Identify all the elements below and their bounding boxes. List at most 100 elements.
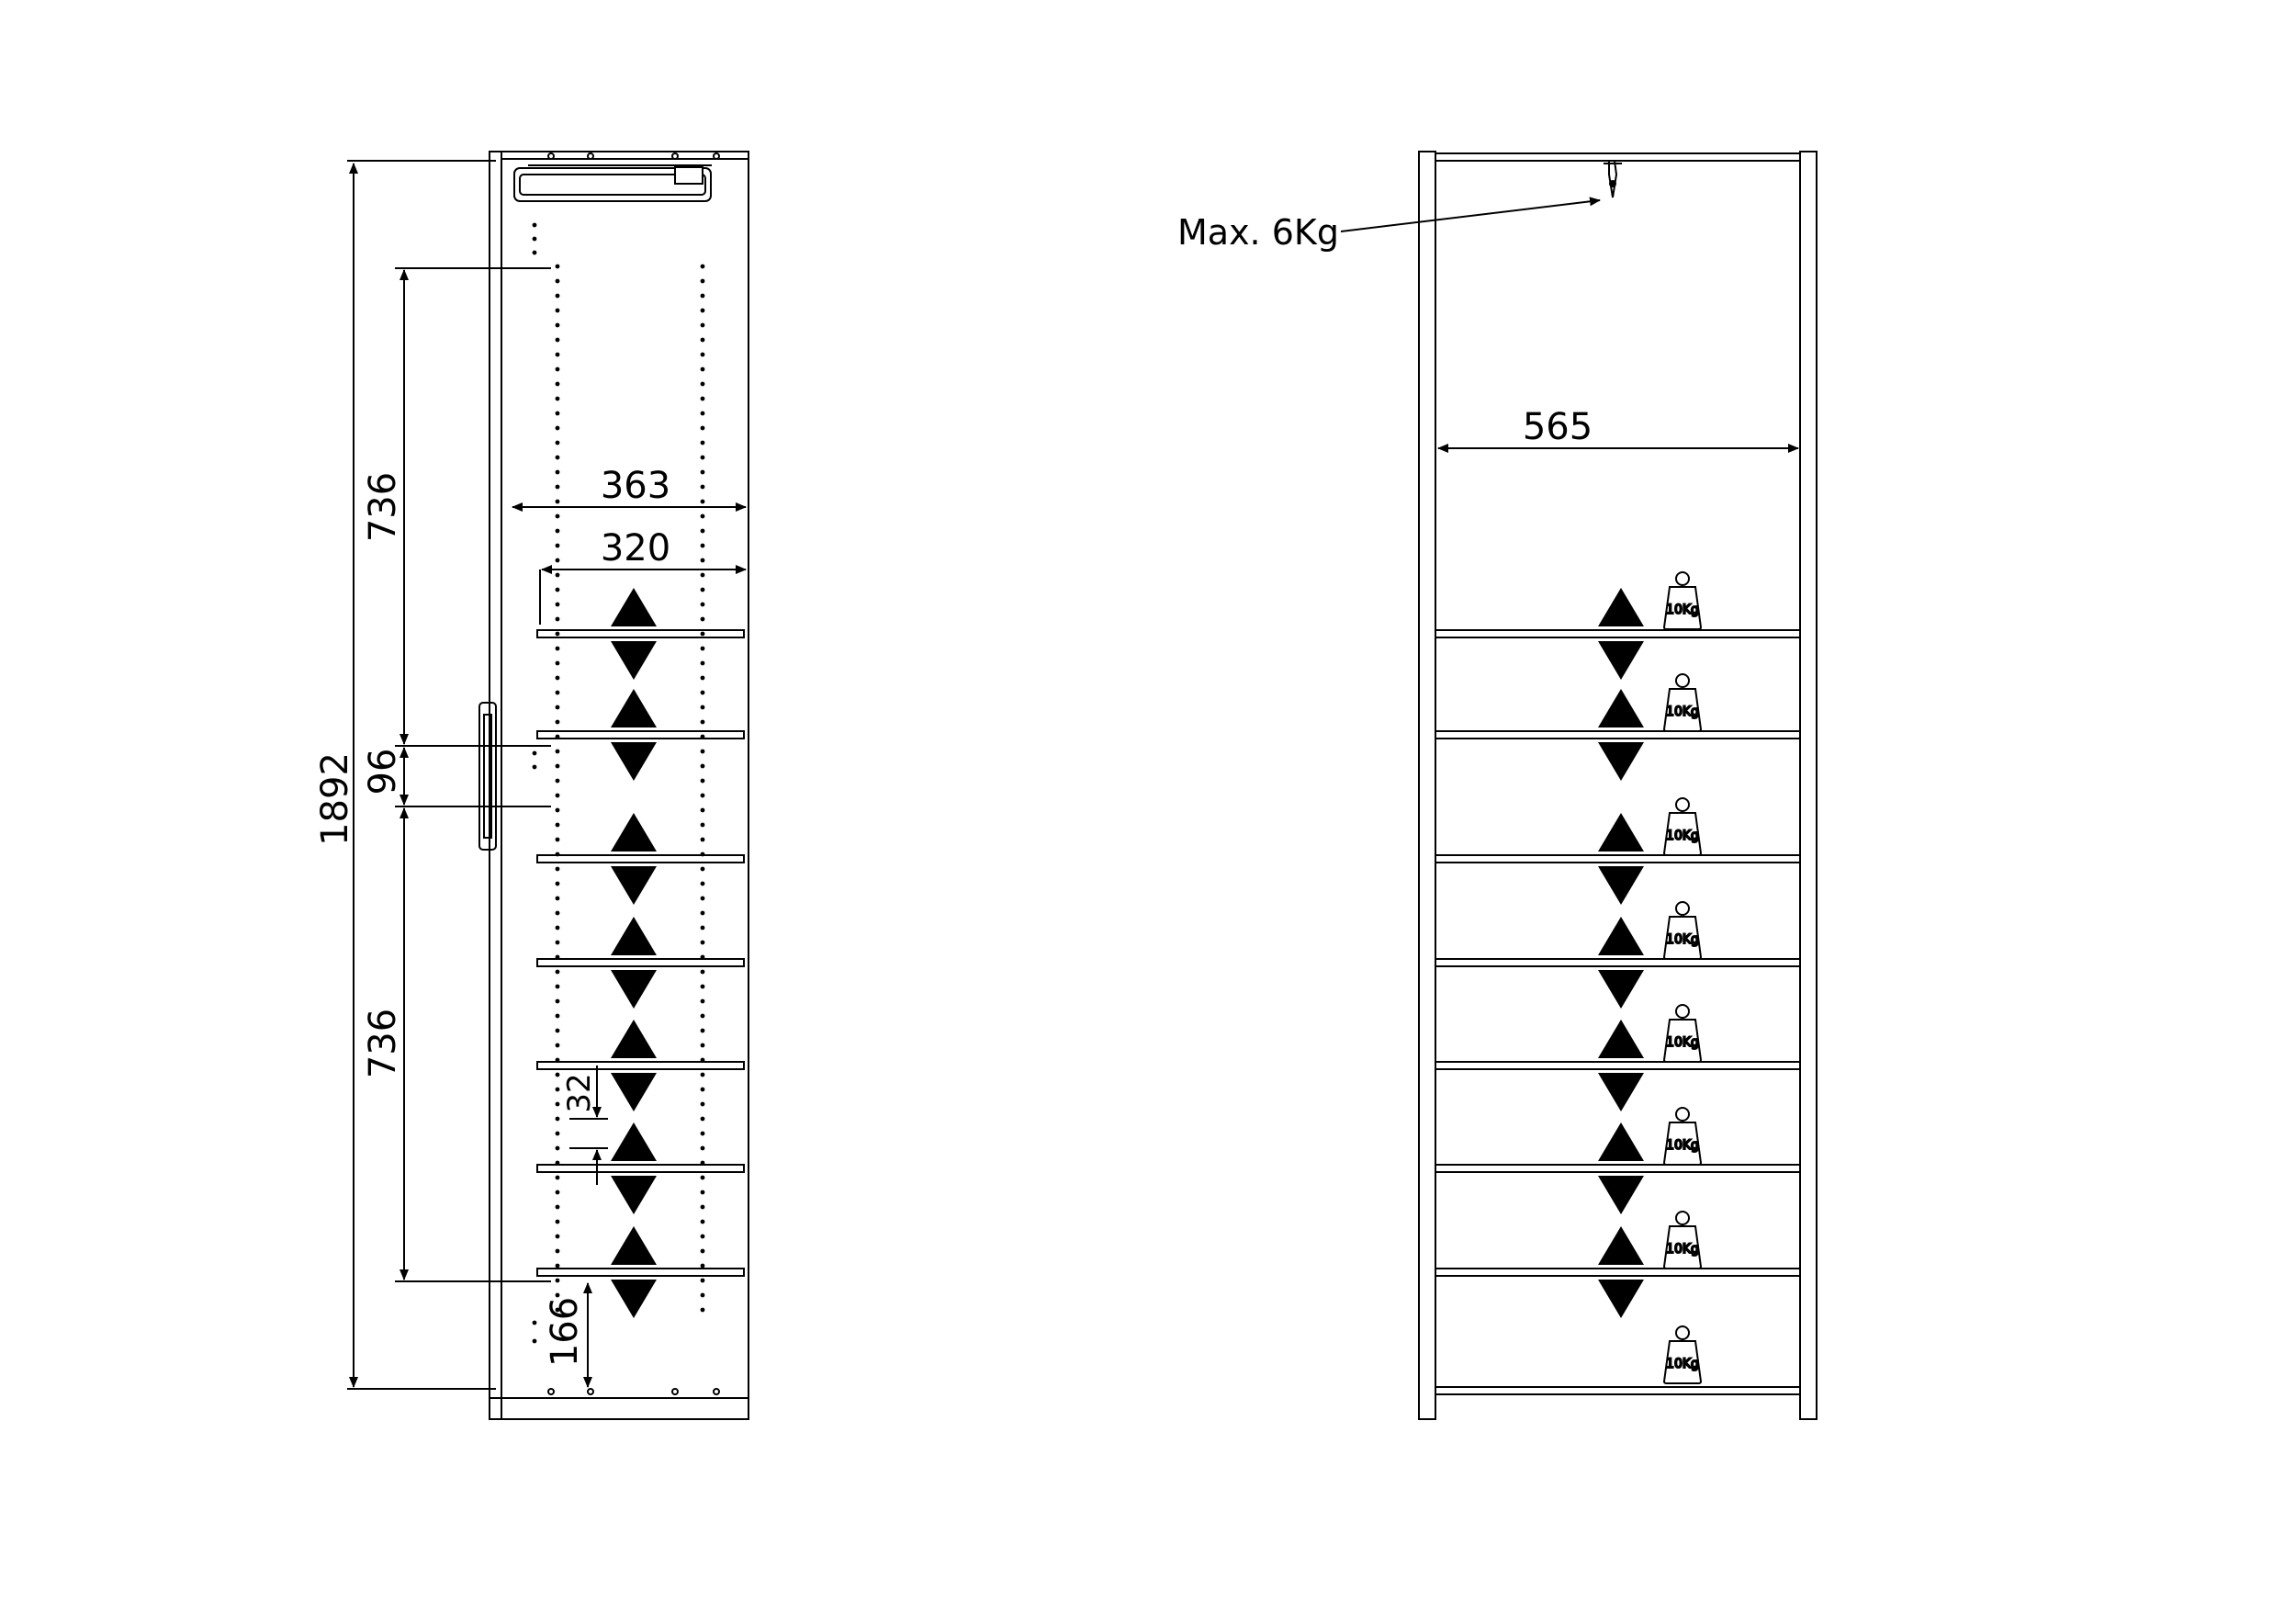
- screw-icon: [671, 152, 679, 160]
- peg-hole: [555, 969, 560, 975]
- peg-hole: [532, 1320, 537, 1325]
- peg-hole: [700, 851, 705, 857]
- peg-hole: [700, 1263, 705, 1269]
- peg-hole: [555, 749, 560, 754]
- peg-hole: [700, 528, 705, 534]
- peg-hole: [555, 866, 560, 872]
- peg-hole: [555, 1292, 560, 1298]
- peg-hole: [700, 778, 705, 784]
- peg-hole: [700, 631, 705, 637]
- arrow-down-icon: [1598, 970, 1644, 1009]
- peg-hole: [555, 1072, 560, 1077]
- label-side-inner-width: 565: [1523, 406, 1593, 448]
- peg-hole: [700, 1116, 705, 1122]
- peg-hole: [555, 455, 560, 460]
- peg-hole: [555, 572, 560, 578]
- peg-hole: [555, 425, 560, 431]
- peg-hole: [555, 499, 560, 504]
- peg-hole: [555, 734, 560, 739]
- peg-hole: [700, 866, 705, 872]
- peg-hole: [700, 455, 705, 460]
- peg-hole: [700, 1057, 705, 1063]
- arrow-down-icon: [1598, 866, 1644, 905]
- weight-icon: 10Kg: [1662, 901, 1703, 960]
- peg-hole: [555, 1307, 560, 1313]
- peg-hole: [700, 969, 705, 975]
- shelf: [1435, 629, 1801, 638]
- arrow-down-icon: [1598, 1073, 1644, 1111]
- screw-icon: [587, 152, 594, 160]
- peg-hole: [700, 1160, 705, 1166]
- side-labels: Max. 6Kg 565: [1177, 212, 1593, 448]
- arrow-up-icon: [1598, 588, 1644, 626]
- peg-hole: [700, 1028, 705, 1033]
- peg-hole: [700, 322, 705, 328]
- peg-hole: [700, 1101, 705, 1107]
- arrow-up-icon: [611, 917, 657, 955]
- peg-hole: [700, 411, 705, 416]
- label-total-height: 1892: [314, 752, 356, 846]
- peg-hole: [700, 646, 705, 651]
- shelf: [1435, 1061, 1801, 1070]
- peg-hole: [555, 984, 560, 989]
- peg-hole: [700, 940, 705, 945]
- label-gap: 96: [362, 749, 404, 795]
- peg-hole: [700, 822, 705, 828]
- peg-hole: [555, 1234, 560, 1239]
- peg-hole: [555, 954, 560, 960]
- peg-hole: [555, 1101, 560, 1107]
- weight-icon: 10Kg: [1662, 1211, 1703, 1269]
- right-panel: [1799, 151, 1818, 1420]
- peg-hole: [532, 1338, 537, 1344]
- peg-hole: [700, 1175, 705, 1180]
- peg-hole: [700, 1043, 705, 1048]
- shelf: [536, 1268, 745, 1277]
- peg-hole: [555, 1043, 560, 1048]
- peg-hole: [700, 793, 705, 798]
- weight-label: 10Kg: [1666, 932, 1699, 947]
- peg-hole: [555, 308, 560, 313]
- peg-hole: [700, 587, 705, 592]
- peg-hole: [555, 440, 560, 445]
- peg-hole: [700, 1087, 705, 1092]
- weight-label: 10Kg: [1666, 1357, 1699, 1371]
- peg-hole: [700, 558, 705, 563]
- peg-hole: [700, 837, 705, 842]
- peg-hole: [555, 1087, 560, 1092]
- peg-hole: [700, 1013, 705, 1019]
- peg-hole: [555, 705, 560, 710]
- peg-hole: [700, 675, 705, 681]
- arrow-up-icon: [611, 689, 657, 727]
- peg-hole: [555, 264, 560, 269]
- peg-hole: [700, 616, 705, 622]
- weight-icon: 10Kg: [1662, 673, 1703, 732]
- peg-hole: [700, 705, 705, 710]
- peg-hole: [555, 778, 560, 784]
- peg-hole: [700, 352, 705, 357]
- shelf: [536, 854, 745, 863]
- label-upper-section: 736: [362, 472, 404, 542]
- side-shelves: [1435, 588, 1801, 1318]
- weight-icon: 10Kg: [1662, 1107, 1703, 1166]
- peg-hole: [555, 763, 560, 769]
- label-bottom-clearance: 166: [544, 1297, 586, 1367]
- arrow-up-icon: [611, 813, 657, 851]
- peg-hole: [555, 822, 560, 828]
- peg-hole: [555, 675, 560, 681]
- shelf: [1435, 854, 1801, 863]
- peg-hole: [700, 1234, 705, 1239]
- peg-hole: [700, 734, 705, 739]
- rail-hook: [1604, 160, 1622, 198]
- peg-hole: [700, 278, 705, 284]
- peg-hole: [700, 881, 705, 886]
- peg-hole: [555, 528, 560, 534]
- peg-hole: [700, 572, 705, 578]
- peg-hole: [555, 411, 560, 416]
- peg-hole: [555, 910, 560, 916]
- peg-hole: [555, 793, 560, 798]
- peg-hole: [700, 1307, 705, 1313]
- left-panel: [1418, 151, 1436, 1420]
- peg-hole: [555, 1248, 560, 1254]
